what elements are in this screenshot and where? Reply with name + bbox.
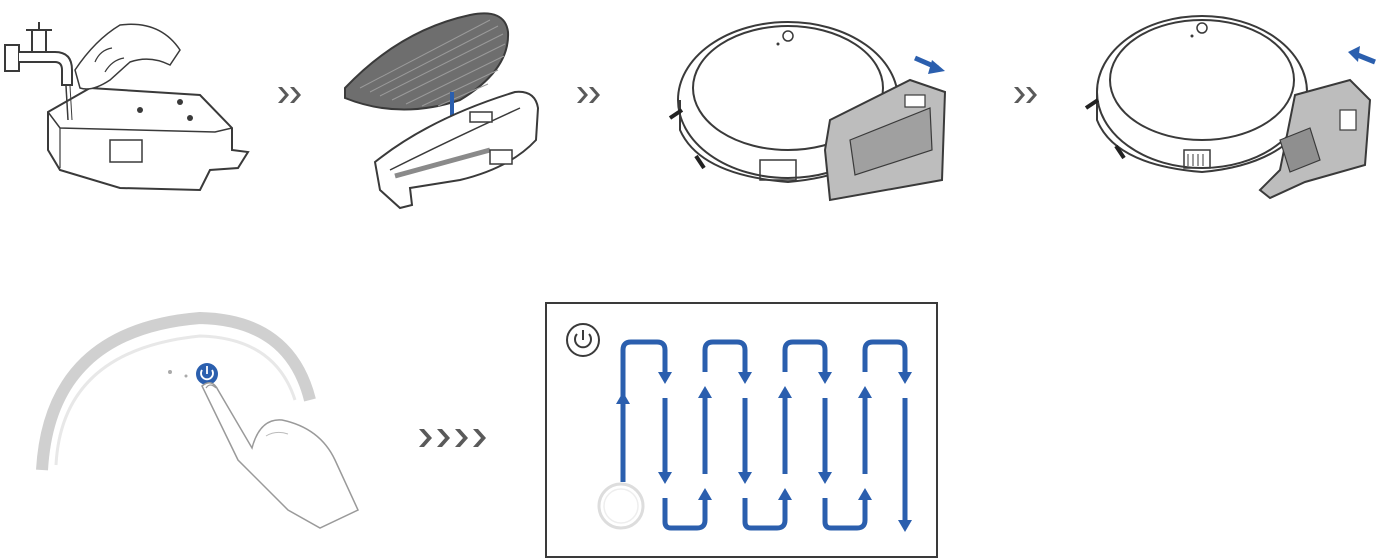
double-chevron-icon (576, 86, 602, 108)
press-power-button-icon (36, 311, 359, 529)
fill-water-tank-icon (4, 22, 250, 192)
attach-mop-pad-icon (344, 12, 540, 210)
zigzag-mopping-pattern-icon (545, 302, 938, 558)
double-chevron-icon (1013, 86, 1039, 108)
power-icon (566, 323, 600, 357)
install-water-tank-icon (1084, 15, 1376, 200)
step-press-power-button (20, 300, 360, 530)
step-fill-water-tank (0, 0, 260, 200)
zigzag-mopping-pattern (545, 302, 938, 558)
quadruple-chevron-icon (418, 428, 492, 452)
step-remove-dust-bin (660, 0, 960, 215)
step-attach-mop-pad (340, 0, 560, 215)
step-install-water-tank (1080, 0, 1384, 215)
remove-dust-bin-icon (668, 21, 947, 202)
double-chevron-icon (277, 86, 303, 108)
